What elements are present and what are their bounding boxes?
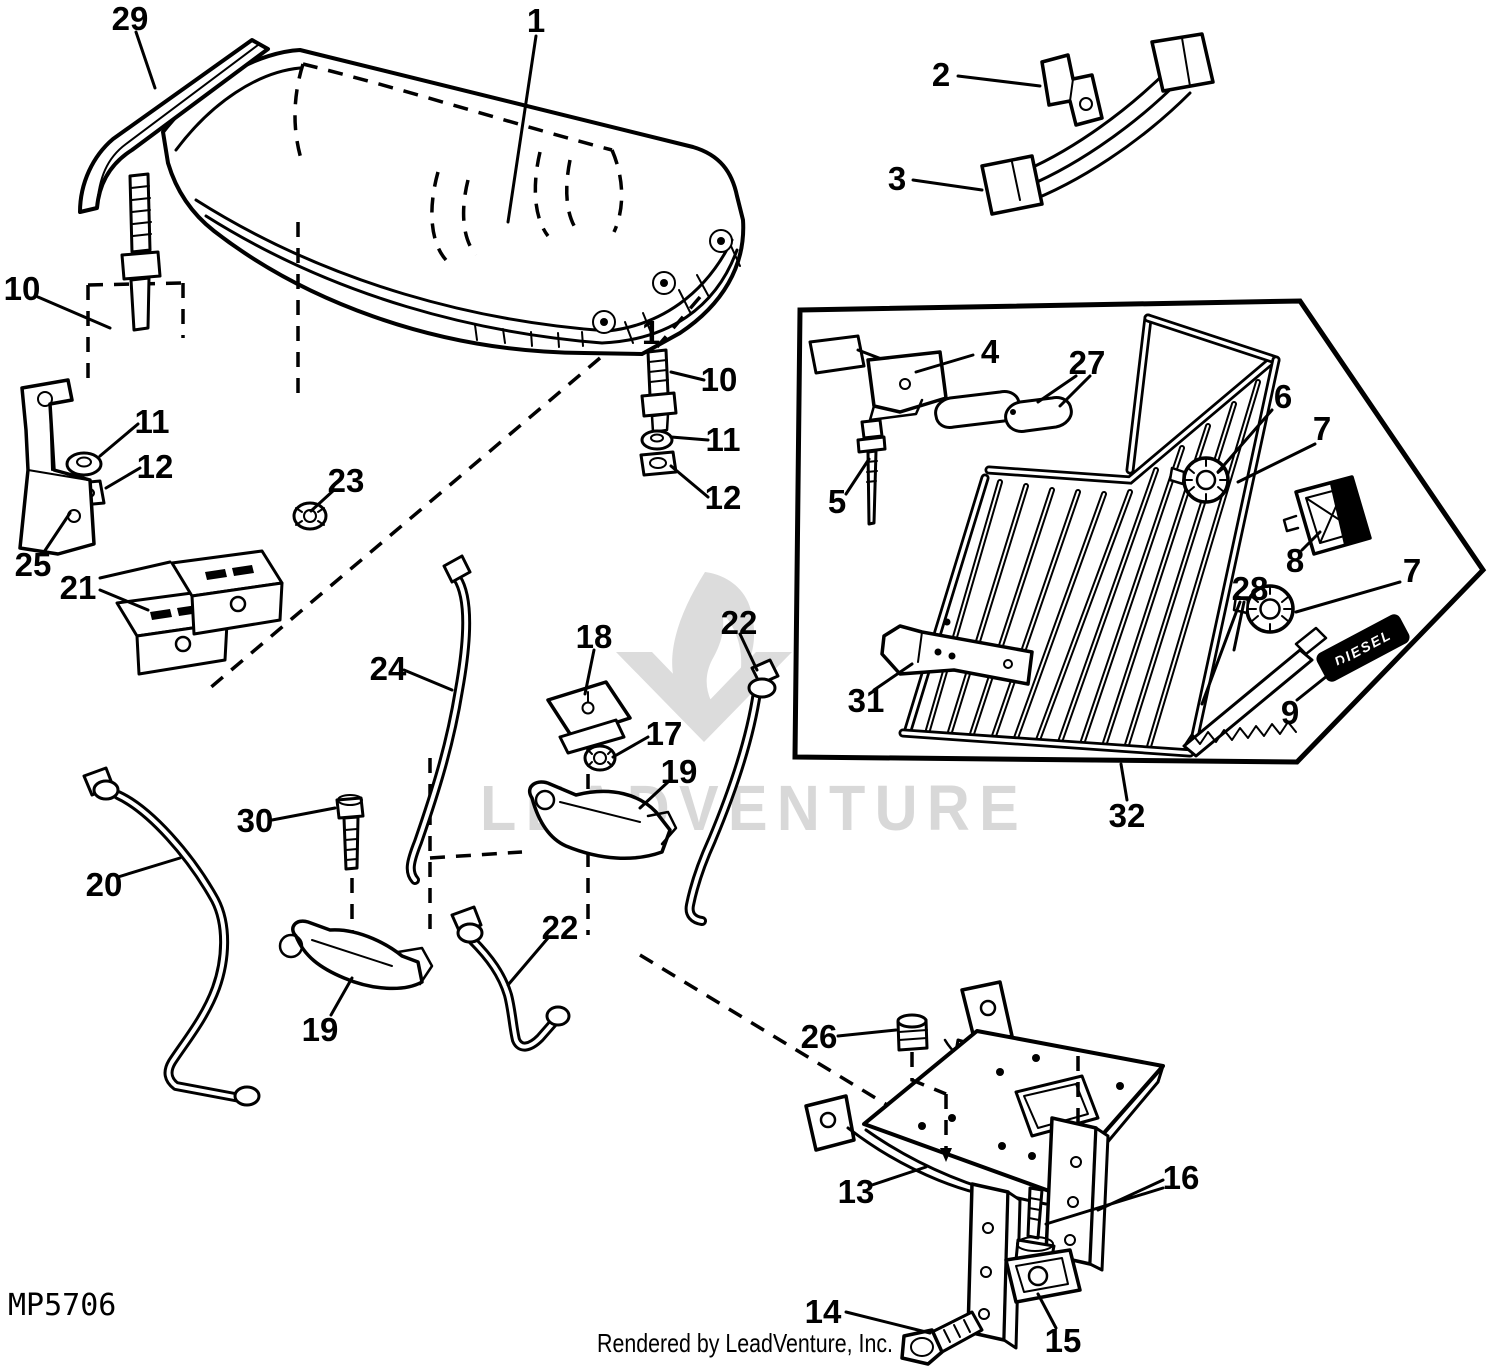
hood-latch-19-upper <box>528 780 678 860</box>
callout-4: 4 <box>981 333 1000 370</box>
clip-bracket-31 <box>880 624 1034 686</box>
front-support-strap-3 <box>980 32 1215 216</box>
callout-21: 21 <box>60 569 97 606</box>
flange-nut-17 <box>583 744 617 772</box>
figure-code: MP5706 <box>8 1288 116 1323</box>
grille-frame <box>898 313 1281 758</box>
hood-vent-ticks <box>474 245 741 348</box>
callout-22-lower: 22 <box>542 909 579 946</box>
hood-emblem-holes <box>592 229 733 334</box>
callout-25: 25 <box>15 546 52 583</box>
callout-3: 3 <box>888 160 906 197</box>
flame-logo-icon <box>672 572 755 721</box>
callout-7-upper: 7 <box>1313 410 1331 447</box>
support-bracket-2 <box>1040 53 1104 127</box>
callout-19-upper: 19 <box>661 753 698 790</box>
spacer-pins-27 <box>934 390 1073 433</box>
carriage-bolt-30 <box>335 794 365 871</box>
callout-30: 30 <box>237 802 274 839</box>
hex-bolt-14 <box>900 1310 984 1366</box>
callout-27: 27 <box>1069 344 1106 381</box>
hood-panel <box>161 48 746 356</box>
callout-7-lower: 7 <box>1403 552 1421 589</box>
callout-26: 26 <box>801 1018 838 1055</box>
callout-20: 20 <box>86 866 123 903</box>
washer-left <box>65 451 103 477</box>
callout-17: 17 <box>646 715 683 752</box>
callout-10-left: 10 <box>4 270 41 307</box>
hood-latch-19-lower <box>278 919 434 991</box>
callout-31: 31 <box>848 682 885 719</box>
washer-right <box>640 429 674 451</box>
support-channels-16 <box>966 1116 1110 1350</box>
support-rod-20 <box>82 766 261 1107</box>
hinge-bracket-pair <box>115 549 284 676</box>
callout-1-hood: 1 <box>527 2 545 39</box>
support-rod-22-lower <box>450 905 571 1052</box>
nut-right <box>639 450 678 477</box>
serrated-strip-28 <box>1182 626 1328 758</box>
hood-trim-strip <box>78 38 270 214</box>
callout-8: 8 <box>1286 542 1304 579</box>
grille-screen <box>898 313 1281 758</box>
grille-slats <box>925 379 1261 753</box>
callout-28: 28 <box>1232 570 1269 607</box>
stud-bolt-left <box>120 172 162 332</box>
callout-18: 18 <box>576 618 613 655</box>
callout-11-right: 11 <box>706 421 741 458</box>
callout-6: 6 <box>1274 378 1292 415</box>
callout-19-lower: 19 <box>302 1011 339 1048</box>
callout-10-right: 10 <box>701 361 738 398</box>
grille-inset-box <box>792 298 1487 765</box>
bumper-26 <box>896 1013 929 1052</box>
callout-24: 24 <box>370 650 407 687</box>
callout-22-upper: 22 <box>721 604 758 641</box>
clip-plate-18 <box>546 680 632 755</box>
callout-16: 16 <box>1163 1159 1200 1196</box>
callout-32: 32 <box>1109 797 1146 834</box>
support-rod-22-upper <box>684 658 780 926</box>
latch-bracket-25 <box>18 378 96 556</box>
callout-15: 15 <box>1045 1322 1082 1359</box>
callout-23: 23 <box>328 462 365 499</box>
hood-catch-bracket-4 <box>808 334 948 422</box>
leader-lines <box>36 30 1402 1335</box>
callout-13: 13 <box>838 1173 875 1210</box>
callout-11-left: 11 <box>135 403 170 440</box>
plate-holes <box>918 1054 1124 1160</box>
callout-2: 2 <box>932 56 950 93</box>
callout-5: 5 <box>828 483 846 520</box>
bezel-8 <box>1282 475 1372 556</box>
callout-14: 14 <box>805 1293 842 1330</box>
clip-15 <box>1004 1248 1082 1304</box>
support-plate-assembly <box>804 980 1165 1350</box>
hood-hidden-lines <box>293 62 624 262</box>
stud-bolt-right <box>640 348 678 434</box>
callout-9: 9 <box>1281 694 1299 731</box>
flange-nut-23 <box>292 501 328 531</box>
callout-1-stud: 1 <box>642 314 660 351</box>
knob-7-upper <box>1168 456 1230 504</box>
render-credit: Rendered by LeadVenture, Inc. <box>597 1328 893 1358</box>
watermark-chevron-icon <box>616 652 792 742</box>
callout-12-left: 12 <box>137 448 174 485</box>
callout-29: 29 <box>112 0 149 37</box>
callout-12-right: 12 <box>705 479 742 516</box>
hood-pivot-rod-24 <box>405 554 472 885</box>
